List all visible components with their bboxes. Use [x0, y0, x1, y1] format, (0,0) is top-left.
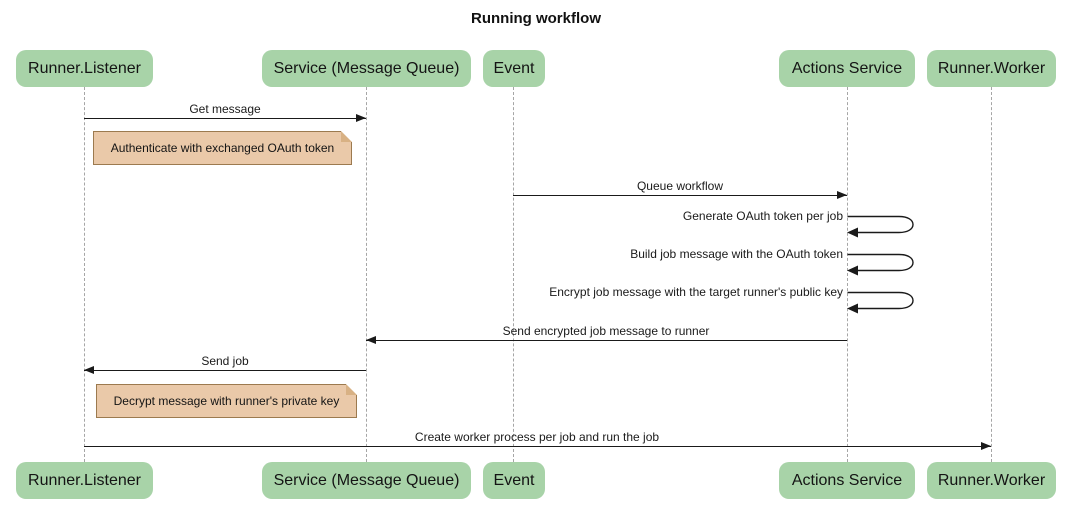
- arrowhead-right-icon: [981, 442, 991, 450]
- arrowhead-right-icon: [837, 191, 847, 199]
- participant-runner-listener-bottom: Runner.Listener: [16, 462, 153, 499]
- message-line-queue-workflow: [513, 195, 847, 196]
- lifeline-service-message-queue: [366, 87, 367, 462]
- self-loop-arrow: [847, 215, 914, 238]
- message-label-queue-workflow: Queue workflow: [636, 179, 724, 193]
- arrowhead-right-icon: [356, 114, 366, 122]
- arrowhead-left-icon: [84, 366, 94, 374]
- message-label-send-encrypted-job: Send encrypted job message to runner: [502, 324, 710, 338]
- participant-runner-listener-top: Runner.Listener: [16, 50, 153, 87]
- participant-service-message-queue-top: Service (Message Queue): [262, 50, 471, 87]
- message-line-send-encrypted-job: [366, 340, 847, 341]
- message-line-create-worker: [84, 446, 991, 447]
- lifeline-runner-worker: [991, 87, 992, 462]
- message-label-create-worker: Create worker process per job and run th…: [414, 430, 660, 444]
- message-line-get-message: [84, 118, 366, 119]
- arrowhead-left-icon: [366, 336, 376, 344]
- message-label-generate-oauth-token: Generate OAuth token per job: [682, 209, 843, 223]
- lifeline-runner-listener: [84, 87, 85, 462]
- participant-event-top: Event: [483, 50, 545, 87]
- lifeline-actions-service: [847, 87, 848, 462]
- message-line-send-job: [84, 370, 366, 371]
- participant-runner-worker-top: Runner.Worker: [927, 50, 1056, 87]
- message-label-encrypt-job-message: Encrypt job message with the target runn…: [549, 285, 843, 299]
- participant-actions-service-bottom: Actions Service: [779, 462, 915, 499]
- participant-event-bottom: Event: [483, 462, 545, 499]
- participant-actions-service-top: Actions Service: [779, 50, 915, 87]
- self-loop-arrow: [847, 253, 914, 276]
- message-label-send-job: Send job: [201, 354, 249, 368]
- note-decrypt-message: Decrypt message with runner's private ke…: [96, 384, 357, 418]
- participant-service-message-queue-bottom: Service (Message Queue): [262, 462, 471, 499]
- message-label-build-job-message: Build job message with the OAuth token: [630, 247, 843, 261]
- diagram-title: Running workflow: [471, 10, 601, 27]
- self-loop-arrow: [847, 291, 914, 314]
- participant-runner-worker-bottom: Runner.Worker: [927, 462, 1056, 499]
- message-label-get-message: Get message: [189, 102, 261, 116]
- lifeline-event: [513, 87, 514, 462]
- note-authenticate-oauth: Authenticate with exchanged OAuth token: [93, 131, 352, 165]
